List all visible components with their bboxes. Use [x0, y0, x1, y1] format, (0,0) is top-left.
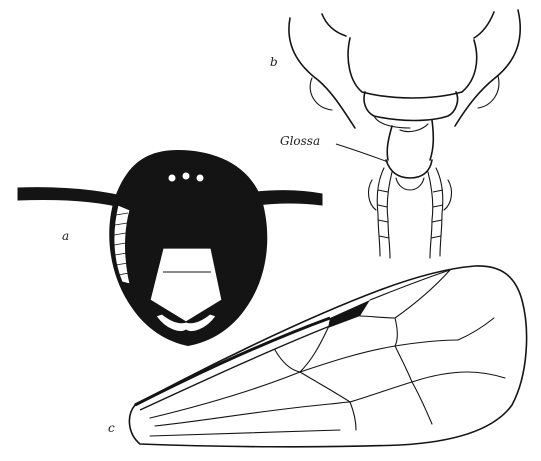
discoidal-vein-2	[350, 382, 412, 402]
upper-notch-left	[322, 14, 346, 36]
apical-vein-1	[458, 318, 494, 340]
anal-vein	[150, 430, 340, 436]
mentum	[348, 38, 477, 98]
discoidal-vein-1	[300, 372, 350, 402]
outer-curve-right	[455, 10, 520, 126]
panel-label-b: b	[270, 55, 278, 69]
glossa-callout-label: Glossa	[280, 134, 320, 148]
ocellus-left	[169, 175, 176, 182]
marginal-cell	[360, 270, 450, 318]
cubital-vein-4	[412, 372, 468, 382]
prementum-left	[387, 126, 392, 160]
cubital-vein-3	[395, 346, 412, 382]
right-palp-outer	[436, 168, 443, 256]
stigma	[328, 300, 370, 328]
glossa-ring	[396, 178, 424, 190]
ocellus-right	[197, 175, 204, 182]
panel-label-c: c	[108, 421, 115, 435]
glossa-tip	[386, 160, 432, 178]
panel-label-a: a	[62, 229, 69, 243]
ocellus-center	[183, 173, 190, 180]
glossa-callout-line	[336, 144, 388, 162]
paraglossa-right	[444, 180, 451, 210]
paraglossa-left	[369, 180, 376, 210]
cubital-vein-1	[300, 340, 458, 372]
basal-cross-vein	[275, 350, 300, 372]
head-illustration: a	[18, 150, 322, 346]
upper-notch-right	[474, 12, 494, 38]
prementum-right	[430, 120, 433, 160]
outer-curve-left	[289, 18, 355, 128]
glossa-illustration: Glossa b	[270, 10, 520, 258]
right-palp-inner	[428, 172, 433, 258]
left-palp-inner	[387, 172, 392, 258]
left-palp-outer	[377, 168, 384, 256]
discoidal-vein-4	[412, 382, 432, 424]
cubital-vein-2	[395, 318, 397, 346]
discoidal-vein-3	[350, 402, 356, 430]
radial-sector	[300, 328, 328, 372]
cubitus-vein	[155, 402, 350, 426]
apical-vein-2	[468, 372, 505, 378]
